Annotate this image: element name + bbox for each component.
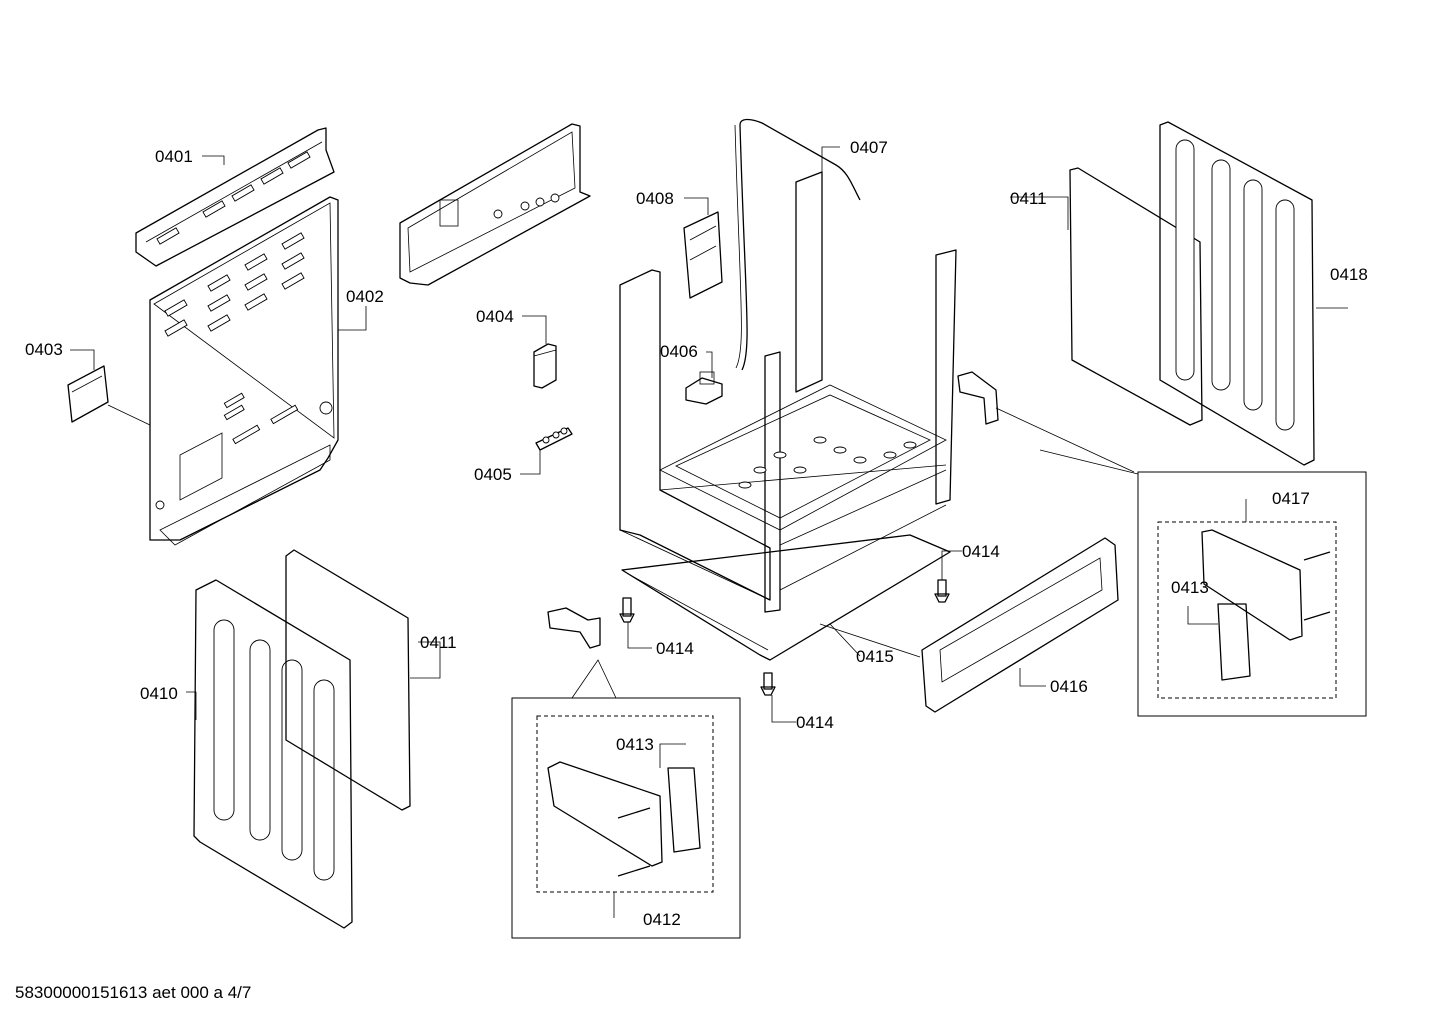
part-0416-drawer-front bbox=[921, 537, 1119, 713]
part-0405-terminal-block bbox=[535, 427, 573, 451]
label-0412: 0412 bbox=[643, 910, 681, 929]
part-0407-pipe bbox=[734, 118, 861, 371]
label-0406: 0406 bbox=[660, 342, 698, 361]
label-0414-b: 0414 bbox=[962, 542, 1000, 561]
part-0411-inner-panel-left bbox=[285, 549, 411, 811]
part-main-frame bbox=[619, 171, 957, 613]
label-0413-right: 0413 bbox=[1171, 578, 1209, 597]
part-hinge-bracket-right bbox=[957, 371, 999, 425]
label-0402: 0402 bbox=[346, 287, 384, 306]
part-0414-foot-c bbox=[760, 672, 776, 696]
label-0403: 0403 bbox=[25, 340, 63, 359]
detail-box-0412 bbox=[511, 659, 741, 939]
label-0413-box: 0413 bbox=[616, 735, 654, 754]
part-0414-foot-b bbox=[934, 579, 950, 603]
label-0414-c: 0414 bbox=[796, 713, 834, 732]
part-0408-circuit-board bbox=[683, 211, 723, 299]
part-0404-component bbox=[533, 343, 557, 389]
part-rear-bracket bbox=[399, 123, 591, 286]
part-0403-cover-plate bbox=[67, 365, 109, 423]
label-0414-a: 0414 bbox=[656, 639, 694, 658]
label-0417: 0417 bbox=[1272, 489, 1310, 508]
part-0418-side-panel bbox=[1159, 121, 1315, 466]
label-0407: 0407 bbox=[850, 138, 888, 157]
part-0415-base-plate bbox=[621, 534, 951, 661]
label-0418: 0418 bbox=[1330, 265, 1368, 284]
label-0416: 0416 bbox=[1050, 677, 1088, 696]
detail-box-0417 bbox=[1137, 471, 1367, 717]
label-0415: 0415 bbox=[856, 647, 894, 666]
part-labels: 0401 0402 0403 0404 0405 0406 0407 0408 … bbox=[25, 138, 1368, 929]
label-0401: 0401 bbox=[155, 147, 193, 166]
part-0401-top-vent-panel bbox=[135, 127, 335, 267]
label-0410: 0410 bbox=[140, 684, 178, 703]
drawing-reference: 58300000151613 aet 000 a 4/7 bbox=[15, 983, 251, 1002]
leader-lines bbox=[70, 146, 1348, 918]
label-0408: 0408 bbox=[636, 189, 674, 208]
label-0411-right: 0411 bbox=[1010, 189, 1047, 208]
part-0402-rear-panel bbox=[149, 196, 339, 546]
part-0414-foot-a bbox=[619, 597, 635, 623]
part-0410-side-panel bbox=[193, 579, 353, 929]
part-0406-sensor bbox=[685, 371, 723, 405]
label-0405: 0405 bbox=[474, 465, 512, 484]
part-0411-inner-panel-right bbox=[1069, 167, 1203, 426]
part-hinge-bracket-left bbox=[547, 607, 601, 649]
label-0411-left: 0411 bbox=[420, 633, 457, 652]
label-0404: 0404 bbox=[476, 307, 514, 326]
